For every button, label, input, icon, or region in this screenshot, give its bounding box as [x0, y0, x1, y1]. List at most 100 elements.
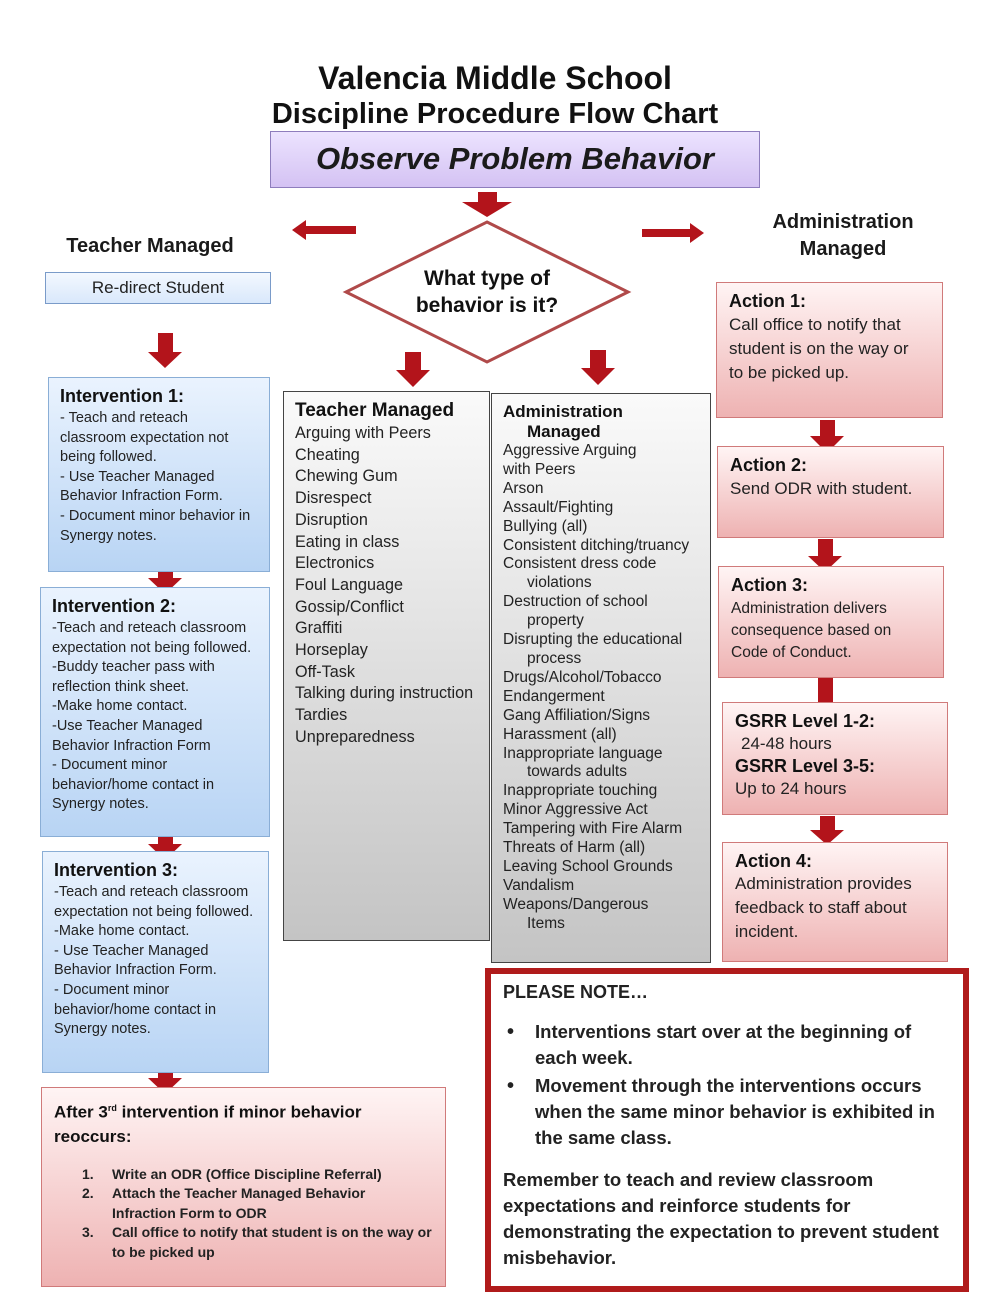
action-3-line: Administration delivers — [731, 600, 887, 617]
admin-behavior-item: Drugs/Alcohol/Tobacco — [503, 668, 662, 686]
note-bullet: Movement through the interventions occur… — [503, 1073, 951, 1151]
intervention-2-line: Synergy notes. — [52, 796, 149, 813]
admin-behavior-item: Vandalism — [503, 876, 575, 894]
admin-managed-heading-line1: Administration — [772, 211, 914, 233]
teacher-behavior-item: Graffiti — [295, 619, 343, 638]
gsrr-level-3-5-value: Up to 24 hours — [735, 779, 847, 798]
action-4-title: Action 4: — [735, 851, 813, 871]
admin-managed-heading-line2: Managed — [799, 238, 887, 260]
action-3-box: Action 3: Administration delivers conseq… — [718, 566, 944, 678]
intervention-2-title: Intervention 2: — [52, 596, 177, 616]
admin-behavior-item: process — [527, 649, 582, 667]
intervention-1-line: - Teach and reteach — [60, 410, 188, 426]
intervention-1-line: being followed. — [60, 449, 157, 466]
admin-behavior-item: Gang Affiliation/Signs — [503, 706, 651, 724]
intervention-1-title: Intervention 1: — [60, 386, 185, 406]
admin-list-heading-line2: Managed — [527, 422, 601, 441]
action-4-box: Action 4: Administration provides feedba… — [722, 842, 948, 962]
intervention-3-line: - Document minor — [54, 981, 170, 998]
note-bullet: Interventions start over at the beginnin… — [503, 1019, 951, 1071]
after-third-intervention-title: After 3rd intervention if minor behavior… — [54, 1096, 433, 1149]
action-4-line: Administration provides — [735, 874, 912, 893]
action-1-title: Action 1: — [729, 291, 807, 311]
admin-behavior-item: Endangerment — [503, 687, 605, 705]
admin-behavior-item: towards adults — [527, 763, 627, 781]
decision-line-2: behavior is it? — [415, 294, 559, 317]
after-title-pre: After 3 — [54, 1102, 108, 1122]
chart-title: Discipline Procedure Flow Chart — [271, 98, 719, 130]
after-steps-list: Write an ODR (Office Discipline Referral… — [54, 1165, 433, 1263]
action-1-line: to be picked up. — [729, 363, 850, 382]
arrow-down-teacher-list — [396, 352, 430, 387]
gsrr-level-3-5-label: GSRR Level 3-5: — [735, 756, 876, 776]
action-2-line: Send ODR with student. — [730, 479, 913, 498]
observe-problem-behavior-box: Observe Problem Behavior — [270, 131, 760, 188]
admin-behavior-item: Bullying (all) — [503, 517, 588, 535]
intervention-3-line: expectation not being followed. — [54, 903, 254, 920]
admin-behavior-item: Aggressive Arguing — [503, 442, 637, 459]
admin-behavior-item: Assault/Fighting — [503, 498, 614, 516]
intervention-2-line: -Buddy teacher pass with — [52, 659, 215, 676]
intervention-1-line: - Use Teacher Managed — [60, 468, 215, 485]
decision-text: What type of behavior is it? — [387, 265, 587, 319]
redirect-student-box: Re-direct Student — [45, 272, 271, 304]
intervention-2-box: Intervention 2: -Teach and reteach class… — [40, 587, 270, 837]
intervention-3-line: Synergy notes. — [54, 1021, 151, 1038]
intervention-1-line: Behavior Infraction Form. — [60, 488, 223, 505]
teacher-behavior-item: Foul Language — [295, 575, 404, 594]
action-1-line: Call office to notify that — [729, 315, 901, 334]
after-third-intervention-box: After 3rd intervention if minor behavior… — [41, 1087, 446, 1287]
after-step: Attach the Teacher Managed Behavior Infr… — [82, 1184, 366, 1221]
intervention-2-line: -Use Teacher Managed — [52, 717, 203, 734]
arrow-down-redirect — [148, 333, 182, 368]
admin-behavior-item: Minor Aggressive Act — [503, 801, 648, 819]
after-step: Write an ODR (Office Discipline Referral… — [82, 1165, 382, 1184]
teacher-behavior-item: Tardies — [295, 706, 348, 725]
intervention-3-box: Intervention 3: -Teach and reteach class… — [42, 851, 269, 1073]
intervention-2-line: -Make home contact. — [52, 698, 188, 715]
teacher-behavior-item: Cheating — [295, 445, 360, 464]
admin-behavior-item: Threats of Harm (all) — [503, 839, 646, 857]
admin-behavior-item: Leaving School Grounds — [503, 857, 673, 875]
arrow-right-admin — [642, 223, 704, 243]
admin-managed-behaviors-box: Administration Managed Aggressive Arguin… — [491, 393, 711, 963]
intervention-2-line: -Teach and reteach classroom — [52, 620, 247, 636]
teacher-behavior-item: Arguing with Peers — [295, 424, 431, 442]
intervention-1-line: Synergy notes. — [60, 527, 157, 544]
arrow-down-action3 — [818, 678, 833, 702]
action-1-line: student is on the way or — [729, 339, 909, 358]
admin-behavior-item: Tampering with Fire Alarm — [503, 820, 683, 838]
action-3-title: Action 3: — [731, 575, 809, 595]
teacher-managed-heading: Teacher Managed — [66, 235, 234, 257]
admin-list-heading-line1: Administration — [503, 402, 623, 421]
intervention-1-line: - Document minor behavior in — [60, 507, 251, 524]
intervention-1-box: Intervention 1: - Teach and reteach clas… — [48, 377, 270, 572]
teacher-behavior-item: Disruption — [295, 510, 368, 529]
intervention-2-line: - Document minor — [52, 757, 168, 774]
arrow-down-observe — [462, 192, 512, 217]
after-title-sup: rd — [107, 1103, 117, 1113]
decision-line-1: What type of — [424, 267, 550, 290]
intervention-3-line: -Teach and reteach classroom — [54, 884, 249, 900]
admin-behavior-item: Inappropriate language — [503, 744, 663, 762]
action-1-box: Action 1: Call office to notify that stu… — [716, 282, 943, 418]
admin-behavior-item: Weapons/Dangerous — [503, 895, 649, 913]
note-remember-text: Remember to teach and review classroom e… — [503, 1169, 939, 1268]
intervention-3-line: -Make home contact. — [54, 923, 190, 940]
teacher-behavior-item: Chewing Gum — [295, 467, 398, 486]
teacher-behavior-item: Eating in class — [295, 532, 400, 551]
gsrr-levels-box: GSRR Level 1-2: 24-48 hours GSRR Level 3… — [722, 702, 948, 815]
teacher-list-heading: Teacher Managed — [295, 400, 455, 421]
after-step: Call office to notify that student is on… — [82, 1223, 432, 1260]
please-note-box: PLEASE NOTE… Interventions start over at… — [485, 968, 969, 1292]
action-4-line: feedback to staff about — [735, 898, 907, 917]
intervention-3-title: Intervention 3: — [54, 860, 179, 880]
action-2-box: Action 2: Send ODR with student. — [717, 446, 944, 538]
action-2-title: Action 2: — [730, 455, 808, 475]
teacher-behavior-item: Unpreparedness — [295, 727, 415, 746]
admin-list-heading: Administration Managed — [503, 402, 699, 442]
arrow-left-teacher — [292, 220, 356, 240]
intervention-3-line: behavior/home contact in — [54, 1001, 217, 1018]
